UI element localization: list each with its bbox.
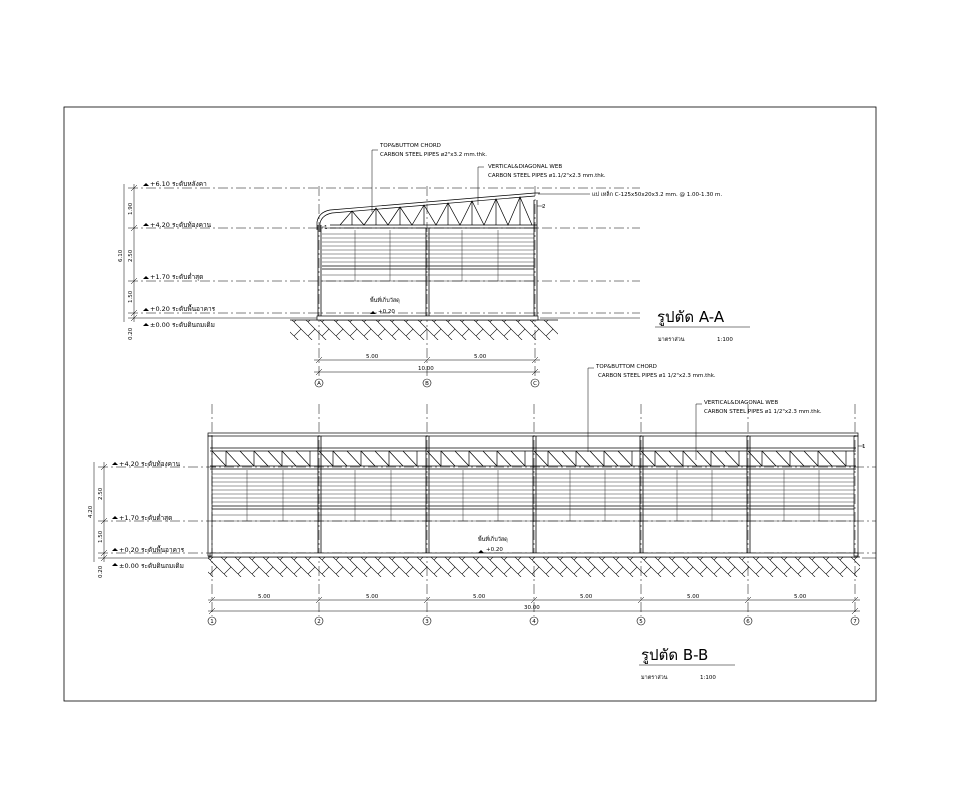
floor-slab-a (316, 315, 539, 321)
web-note-a-1: VERTICAL&DIAGONAL WEB (488, 164, 562, 170)
sheet-border (63, 106, 877, 702)
bay-dim-b-5: 5.00 (687, 594, 700, 600)
floor-slab-b (209, 552, 859, 558)
mark-a-1: 1 (324, 225, 328, 231)
level-label-a-ground: ±0.00 ระดับดินถมเดิม (150, 321, 215, 329)
ground-hatch-b (208, 557, 860, 577)
floor-note-a: พื้นที่เก็บวัสดุ (370, 296, 400, 304)
level-label-b-floor: +0.20 ระดับพื้นอาคาร (119, 545, 185, 554)
level-label-a-floor: +0.20 ระดับพื้นอาคาร (150, 304, 216, 313)
grid-label-a-b: B (425, 381, 429, 387)
bay-dim-a-1: 5.00 (366, 354, 379, 360)
level-markers-a (143, 183, 149, 326)
level-label-b-beam: +4.20 ระดับท้องคาน (119, 460, 181, 468)
grid-label-b-6: 6 (746, 619, 750, 625)
web-note-b-2: CARBON STEEL PIPES ø1 1/2"x2.3 mm.thk. (704, 409, 822, 415)
overall-dim-b: 30.00 (524, 605, 540, 611)
dim-b-v1: 2.50 (98, 487, 104, 500)
leaders-b (212, 367, 864, 468)
top-chord-note-a-2: CARBON STEEL PIPES ø2"x3.2 mm.thk. (380, 152, 487, 158)
level-label-b-ground: ±0.00 ระดับดินถมเดิม (119, 562, 184, 570)
vertical-dimensions-a (123, 184, 138, 322)
title-b-b: รูปตัด B-B (641, 646, 708, 664)
web-note-b-1: VERTICAL&DIAGONAL WEB (704, 400, 778, 406)
overall-dim-a: 10.00 (418, 366, 434, 372)
section-b-b: 2.50 1.50 0.20 4.20 +4.20 ระดับท้องคาน +… (88, 364, 876, 681)
grid-label-a-a: A (317, 381, 321, 387)
scale-label-a: มาตราส่วน (658, 336, 685, 343)
roof-truss-a (316, 192, 540, 232)
grid-label-b-1: 1 (210, 619, 214, 625)
dim-a-total: 6.10 (118, 249, 124, 262)
level-label-a-roof: +6.10 ระดับหลังคา (150, 180, 207, 188)
top-chord-note-a-1: TOP&BUTTOM CHORD (379, 143, 441, 149)
grid-label-b-7: 7 (853, 619, 857, 625)
columns-b (317, 436, 751, 553)
leaders-a (322, 149, 590, 228)
floor-level-a: +0.20 (378, 309, 395, 315)
louvre-wall-b (212, 470, 854, 522)
dim-a-v4: 0.20 (128, 327, 134, 340)
level-label-a-low: +1.70 ระดับต่ำสุด (150, 272, 203, 281)
bay-dim-b-4: 5.00 (580, 594, 593, 600)
bay-dim-b-6: 5.00 (794, 594, 807, 600)
top-chord-note-b-2: CARBON STEEL PIPES ø1 1/2"x2.3 mm.thk. (598, 373, 716, 379)
level-label-a-beam: +4.20 ระดับท้องคาน (150, 221, 212, 229)
grid-label-b-3: 3 (425, 619, 429, 625)
floor-note-b: พื้นที่เก็บวัสดุ (478, 535, 508, 543)
grid-label-b-5: 5 (639, 619, 643, 625)
bay-dim-b-1: 5.00 (258, 594, 271, 600)
mark-a-2: 2 (542, 204, 546, 210)
vertical-dimensions-b (93, 462, 108, 562)
bay-dim-b-2: 5.00 (366, 594, 379, 600)
web-note-a-2: CARBON STEEL PIPES ø1.1/2"x2.3 mm.thk. (488, 173, 606, 179)
floor-level-marker-a (370, 311, 376, 314)
dim-a-v2: 2.50 (128, 249, 134, 262)
title-a-a: รูปตัด A-A (657, 308, 725, 326)
grid-label-a-c: C (533, 381, 537, 387)
scale-label-b: มาตราส่วน (641, 674, 668, 681)
dim-b-total: 4.20 (88, 505, 94, 518)
level-label-b-low: +1.70 ระดับต่ำสุด (119, 513, 172, 522)
ground-hatch-a (290, 320, 558, 340)
purlin-note-a: แป เหล็ก C-125x50x20x3.2 mm. @ 1.00-1.30… (592, 190, 722, 198)
horizontal-dimensions-b (208, 596, 860, 615)
dim-a-v3: 1.50 (128, 290, 134, 303)
dim-b-v3: 0.20 (98, 565, 104, 578)
level-lines-a (128, 187, 640, 314)
bay-dim-a-2: 5.00 (474, 354, 487, 360)
grid-lines-b (211, 404, 856, 616)
louvre-wall-a (322, 230, 534, 282)
top-chord-note-b-1: TOP&BUTTOM CHORD (595, 364, 657, 370)
floor-level-b: +0.20 (486, 547, 503, 553)
scale-value-b: 1:100 (700, 675, 716, 681)
grid-bubbles-a (314, 378, 540, 388)
section-a-a: 1.90 2.50 1.50 0.20 6.10 +6.10 ระดับหลัง… (118, 143, 750, 388)
grid-label-b-4: 4 (532, 619, 536, 625)
bay-dim-b-3: 5.00 (473, 594, 486, 600)
grid-bubbles-b (207, 616, 860, 626)
dim-a-v1: 1.90 (128, 202, 134, 215)
grid-lines-a (318, 186, 536, 378)
grid-label-b-2: 2 (317, 619, 321, 625)
level-markers-b (112, 462, 118, 566)
dim-b-v2: 1.50 (98, 530, 104, 543)
floor-level-marker-b (478, 550, 484, 553)
horizontal-dimensions-a (314, 356, 540, 376)
mark-b-1: 1 (862, 444, 866, 450)
scale-value-a: 1:100 (717, 337, 733, 343)
